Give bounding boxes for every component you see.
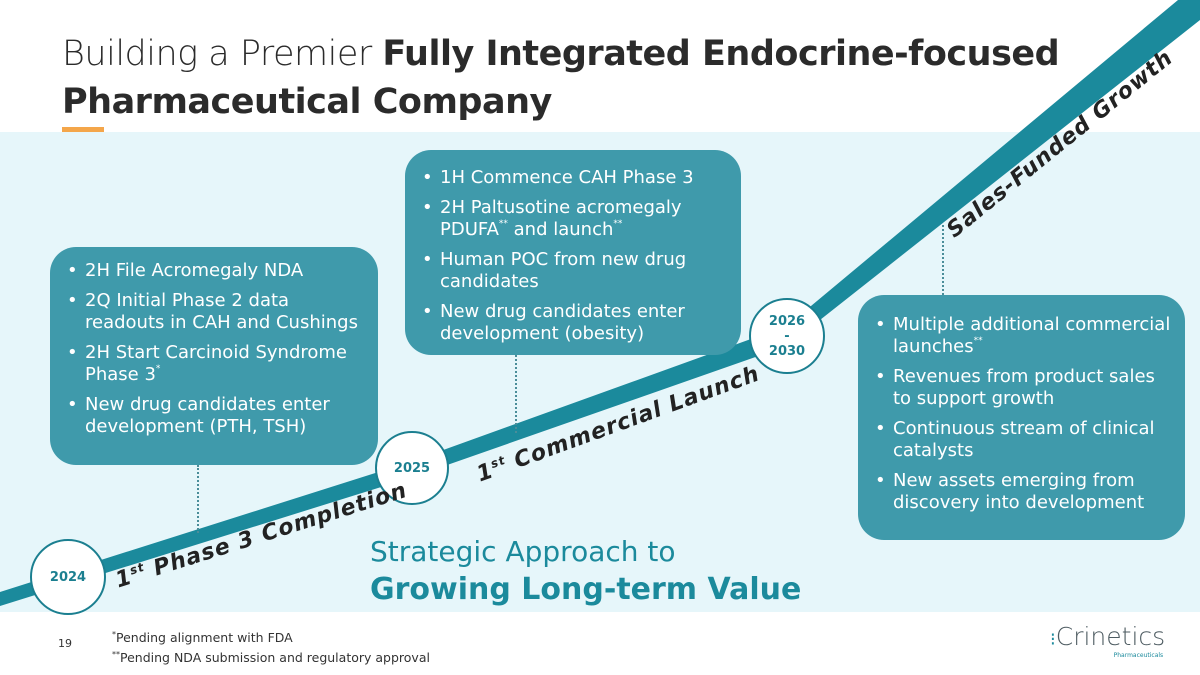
bullet: 2H Start Carcinoid Syndrome Phase 3* (60, 342, 368, 386)
bullet: New drug candidates enter development (P… (60, 394, 368, 438)
milestone-2026-2030: 2026 - 2030 (749, 298, 825, 374)
bullet: 1H Commence CAH Phase 3 (415, 167, 731, 189)
bullet: 2H File Acromegaly NDA (60, 260, 368, 282)
page-number: 19 (58, 637, 72, 650)
bullet: New drug candidates enter development (o… (415, 301, 731, 345)
milestone-2025: 2025 (375, 431, 449, 505)
bullet: Revenues from product sales to support g… (868, 366, 1175, 410)
connector-2025 (515, 355, 517, 433)
bullet: Human POC from new drug candidates (415, 249, 731, 293)
connector-2024 (197, 465, 199, 533)
bullet: 2H Paltusotine acromegaly PDUFA** and la… (415, 197, 731, 241)
connector-2026 (942, 225, 944, 295)
milestone-2024: 2024 (30, 539, 106, 615)
bullet: Continuous stream of clinical catalysts (868, 418, 1175, 462)
box-2024: 2H File Acromegaly NDA 2Q Initial Phase … (50, 247, 378, 465)
slide-title: Building a Premier Fully Integrated Endo… (62, 34, 1060, 122)
box-2026-2030: Multiple additional commercial launches*… (858, 295, 1185, 540)
bullet: Multiple additional commercial launches*… (868, 314, 1175, 358)
bullet: New assets emerging from discovery into … (868, 470, 1175, 514)
title-accent-bar (62, 127, 104, 133)
bullet: 2Q Initial Phase 2 data readouts in CAH … (60, 290, 368, 334)
box-2025: 1H Commence CAH Phase 3 2H Paltusotine a… (405, 150, 741, 355)
footnotes: *Pending alignment with FDA **Pending ND… (112, 630, 430, 666)
logo-dots-icon: ⁝ (1050, 629, 1056, 650)
